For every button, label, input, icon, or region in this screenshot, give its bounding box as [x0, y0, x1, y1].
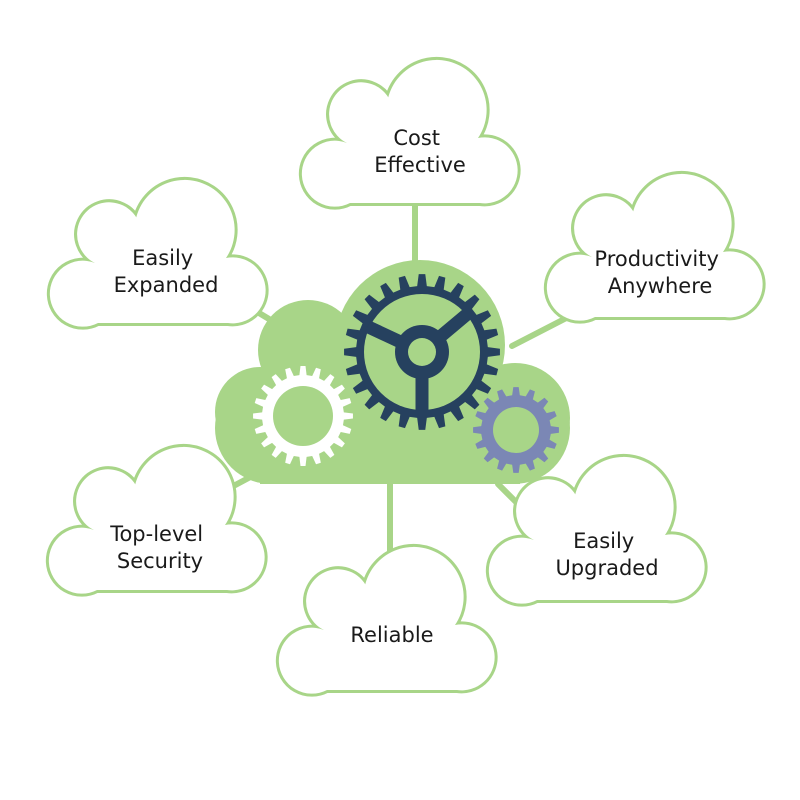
- large-gear-icon: [344, 274, 500, 430]
- large-gear-axle: [408, 338, 436, 366]
- svg-text:Easily Upgraded: Easily Upgraded: [555, 529, 658, 580]
- cloud-outline: [45, 444, 268, 597]
- cloud-outline: [46, 177, 269, 330]
- easily-upgraded-line2: Upgraded: [555, 556, 658, 580]
- reliable-line1: Reliable: [350, 623, 433, 647]
- top-level-security-line2: Security: [117, 549, 203, 573]
- cloud-outline: [485, 454, 708, 607]
- cost-effective-line2: Effective: [374, 153, 466, 177]
- cloud-outline: [275, 544, 498, 697]
- productivity-anywhere-line1: Productivity: [594, 247, 719, 271]
- easily-expanded-line2: Expanded: [114, 273, 219, 297]
- cloud-cost-effective: Cost Effective: [298, 57, 521, 210]
- easily-expanded-line1: Easily: [132, 246, 193, 270]
- easily-upgraded-line1: Easily: [573, 529, 634, 553]
- svg-text:Cost Effective: Cost Effective: [374, 126, 466, 177]
- white-gear-center: [273, 386, 333, 446]
- cost-effective-line1: Cost: [393, 126, 440, 150]
- cloud-gears-icon: [215, 260, 570, 484]
- cloud-outline: [543, 171, 766, 324]
- cloud-reliable: Reliable: [275, 544, 498, 697]
- svg-text:Productivity Anywhere: Productivity Anywhere: [594, 247, 725, 298]
- cloud-easily-expanded: Easily Expanded: [46, 177, 269, 330]
- cloud-top-level-security: Top-level Security: [45, 444, 268, 597]
- benefit-clouds: Cost Effective Productivity Anywhere Eas…: [45, 57, 766, 697]
- productivity-anywhere-line2: Anywhere: [608, 274, 713, 298]
- cloud-productivity-anywhere: Productivity Anywhere: [543, 171, 766, 324]
- white-gear-icon: [253, 366, 353, 466]
- top-level-security-line1: Top-level: [109, 522, 203, 546]
- svg-text:Easily Expanded: Easily Expanded: [114, 246, 219, 297]
- svg-text:Reliable: Reliable: [350, 623, 433, 647]
- small-gear-center: [493, 407, 539, 453]
- cloud-easily-upgraded: Easily Upgraded: [485, 454, 708, 607]
- cloud-outline: [298, 57, 521, 210]
- small-gear-icon: [473, 387, 559, 473]
- svg-text:Top-level Security: Top-level Security: [109, 522, 210, 573]
